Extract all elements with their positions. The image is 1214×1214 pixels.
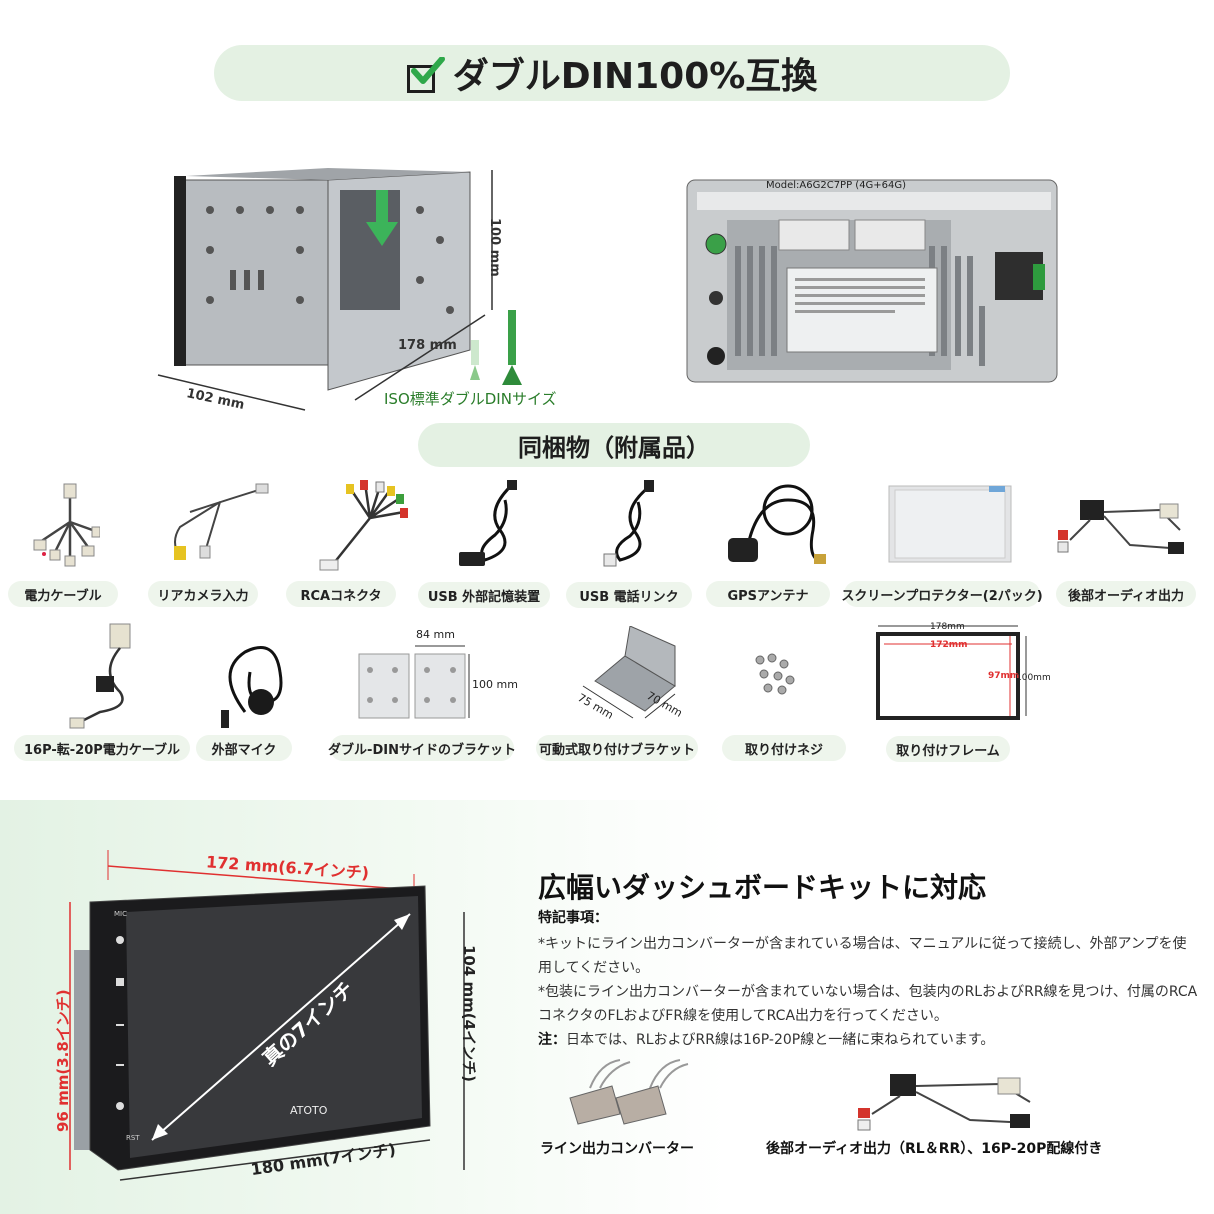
frame-outer-height-label: 100mm bbox=[1016, 673, 1051, 683]
head-unit-screen-image bbox=[69, 850, 465, 1181]
rear-camera-cable-icon bbox=[174, 483, 269, 560]
accessory-label: 16P-転-20P電力ケーブル bbox=[14, 735, 190, 761]
compat-heading: 広幅いダッシュボードキットに対応 bbox=[538, 871, 987, 904]
line-output-converter-image bbox=[569, 1059, 689, 1125]
bracket-width-label: 84 mm bbox=[416, 628, 455, 641]
usb-phone-link-cable-icon bbox=[603, 480, 654, 567]
screen-protector-icon bbox=[888, 485, 1012, 563]
mounting-frame-icon bbox=[876, 625, 1027, 720]
gps-antenna-icon bbox=[728, 484, 826, 564]
frame-outer-width-label: 178mm bbox=[930, 622, 965, 632]
din-chassis-image bbox=[157, 168, 522, 411]
accessory-label: USB 外部記憶装置 bbox=[418, 582, 550, 608]
rear-audio-harness-image bbox=[857, 1074, 1031, 1131]
model-label: Model:A6G2C7PP (4G+64G) bbox=[766, 180, 907, 191]
notes-title: 特記事項： bbox=[538, 910, 608, 926]
note-3-label: 注： bbox=[538, 1032, 566, 1048]
mic-button-label: MIC bbox=[114, 910, 127, 918]
frame-inner-width-label: 172mm bbox=[930, 640, 968, 650]
checkbox-check-icon bbox=[406, 57, 445, 93]
note-3-text: 日本では、RLおよびRR線は16P-20P線と一緒に束ねられています。 bbox=[566, 1032, 995, 1048]
rca-connector-icon bbox=[319, 480, 408, 571]
note-3: 注：日本では、RLおよびRR線は16P-20P線と一緒に束ねられています。 bbox=[538, 1028, 1198, 1052]
page-title: ダブルDIN100%互換 bbox=[452, 56, 818, 97]
title-banner: ダブルDIN100%互換 bbox=[214, 45, 1010, 101]
accessory-label: USB 電話リンク bbox=[566, 582, 692, 608]
frame-inner-height-label: 97mm bbox=[988, 671, 1020, 681]
accessory-label: スクリーンプロテクター(2パック) bbox=[841, 581, 1043, 607]
accessories-title: 同梱物（附属品） bbox=[418, 423, 810, 467]
note-2: *包装にライン出力コンバーターが含まれていない場合は、包装内のRLおよびRR線を… bbox=[538, 984, 1198, 1024]
accessory-label: 電力ケーブル bbox=[8, 581, 118, 607]
bracket-height-label: 100 mm bbox=[472, 678, 518, 691]
rear-panel-image bbox=[686, 179, 1058, 383]
side-bracket-icon bbox=[358, 645, 470, 719]
iso-standard-label: ISO標準ダブルDINサイズ bbox=[384, 390, 557, 408]
brand-label: ATOTO bbox=[290, 1104, 328, 1117]
accessory-label: 後部オーディオ出力 bbox=[1056, 581, 1196, 607]
accessory-label: 取り付けネジ bbox=[722, 735, 846, 761]
power-cable-icon bbox=[33, 483, 100, 567]
screen-left-height-label: 96 mm(3.8インチ) bbox=[54, 989, 72, 1132]
accessory-label: RCAコネクタ bbox=[286, 581, 396, 607]
movable-bracket-icon bbox=[582, 626, 676, 719]
external-mic-icon bbox=[221, 646, 283, 728]
adapter-cable-icon bbox=[69, 623, 131, 729]
accessory-label: GPSアンテナ bbox=[706, 581, 830, 607]
converter-caption: ライン出力コンバーター bbox=[540, 1141, 694, 1157]
screws-icon bbox=[755, 653, 795, 695]
accessory-label: 外部マイク bbox=[196, 735, 292, 761]
rear-audio-output-icon bbox=[1057, 500, 1184, 554]
usb-storage-cable-icon bbox=[459, 480, 517, 566]
note-1: *キットにライン出力コンバーターが含まれている場合は、マニュアルに従って接続し、… bbox=[538, 936, 1187, 976]
depth-dimension-label: 178 mm bbox=[398, 338, 457, 353]
accessory-label: リアカメラ入力 bbox=[148, 581, 258, 607]
height-dimension-label: 100 mm bbox=[487, 218, 502, 277]
screen-right-height-label: 104 mm(4インチ) bbox=[460, 945, 478, 1082]
accessory-label: 可動式取り付けブラケット bbox=[536, 735, 698, 761]
accessory-label: ダブル-DINサイドのブラケット bbox=[328, 735, 516, 761]
rear-audio-caption: 後部オーディオ出力（RL＆RR）、16P-20P配線付き bbox=[766, 1141, 1103, 1157]
reset-button-label: RST bbox=[126, 1134, 140, 1142]
accessory-label: 取り付けフレーム bbox=[886, 736, 1010, 762]
